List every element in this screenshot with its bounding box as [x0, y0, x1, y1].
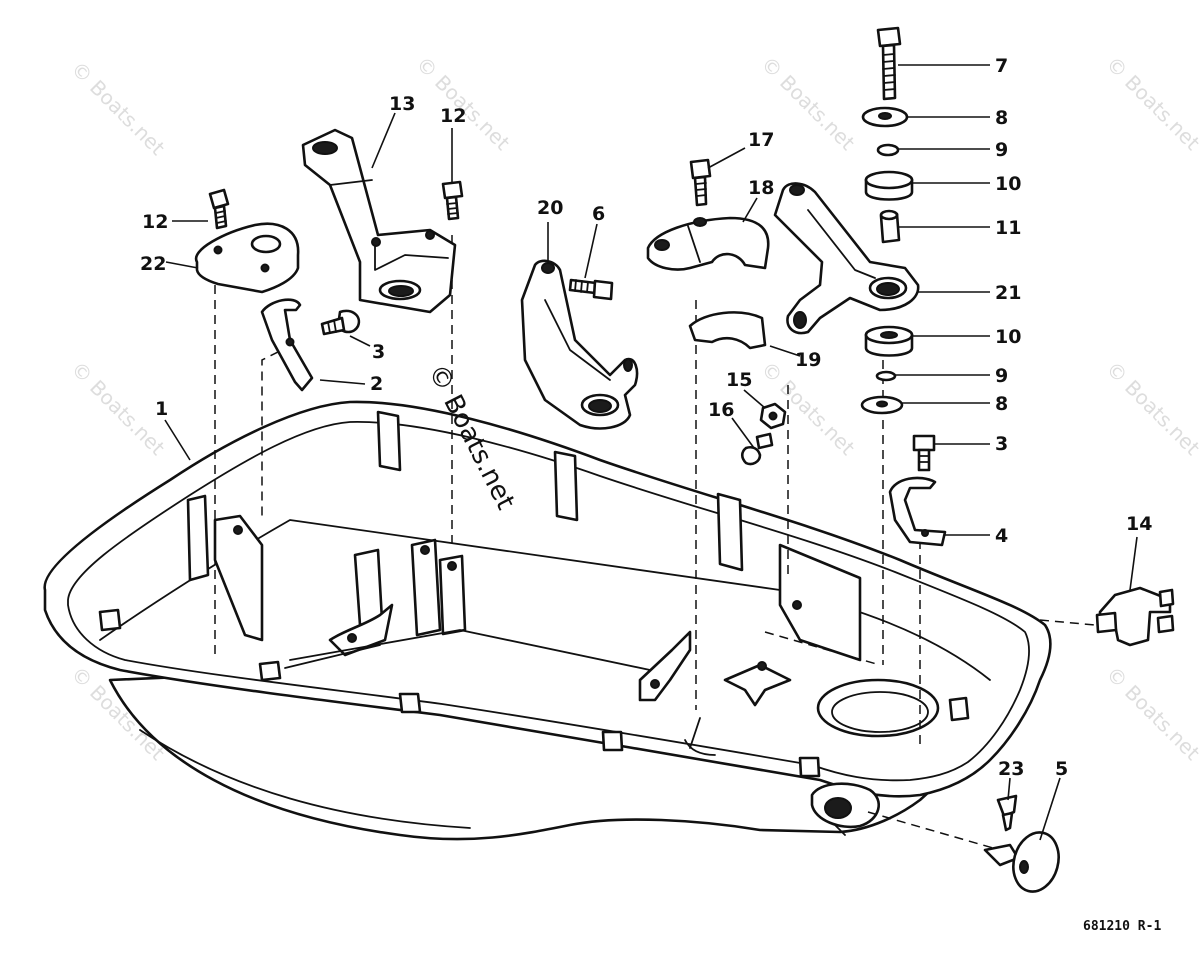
callout-20: 20: [537, 197, 563, 219]
bolt-7: [876, 26, 902, 101]
callout-16: 16: [708, 399, 734, 421]
callout-3-top: 3: [372, 341, 385, 363]
callout-12-right: 12: [440, 105, 466, 127]
bolt-6: [568, 278, 614, 301]
drawing-code: 681210 R-1: [1083, 919, 1161, 934]
callout-14: 14: [1126, 513, 1152, 535]
callout-12-left: 12: [142, 211, 168, 233]
callout-1: 1: [155, 398, 168, 420]
sleeve-11: [879, 209, 901, 244]
callout-9-top: 9: [995, 139, 1008, 161]
callout-10-bottom: 10: [995, 326, 1021, 348]
bolt-12-right: [441, 180, 464, 221]
callout-8-bottom: 8: [995, 393, 1008, 415]
mount-plate-22: [194, 222, 300, 294]
callout-8-top: 8: [995, 107, 1008, 129]
callout-10-top: 10: [995, 173, 1021, 195]
watermark: © Boats.net: [411, 52, 514, 155]
watermark: © Boats.net: [1101, 357, 1200, 460]
bracket-2: [260, 298, 314, 392]
liner-19: [688, 311, 767, 350]
washer-8-top: [861, 106, 909, 128]
callout-22: 22: [140, 253, 166, 275]
screw-23: [996, 794, 1018, 832]
callout-15: 15: [726, 369, 752, 391]
callout-5: 5: [1055, 758, 1068, 780]
callout-labels: 1 2 3 3 4 5 6 7 8 8 9 9 10 10 11 12 12 1…: [140, 55, 1152, 780]
screw-3-right: [912, 434, 936, 472]
washer-9-bottom: [875, 370, 897, 382]
callout-21: 21: [995, 282, 1021, 304]
screw-16: [740, 432, 774, 466]
motor-cover-pan: [43, 400, 1052, 841]
nut-15: [759, 402, 787, 430]
mount-bracket-13: [301, 128, 457, 314]
screw-3-top: [320, 309, 361, 336]
bolt-17: [689, 158, 712, 207]
grommet-10-bottom: [864, 325, 914, 357]
callout-13: 13: [389, 93, 415, 115]
callout-9-bottom: 9: [995, 365, 1008, 387]
watermark: © Boats.net: [66, 57, 169, 160]
callout-4: 4: [995, 525, 1008, 547]
callout-2: 2: [370, 373, 383, 395]
grommet-10-top: [864, 170, 914, 201]
mount-arm-20: [520, 259, 639, 430]
mount-bracket-21: [773, 182, 920, 335]
callout-6: 6: [592, 203, 605, 225]
clamp-18: [646, 216, 770, 271]
callout-23: 23: [998, 758, 1024, 780]
watermark: © Boats.net: [1101, 662, 1200, 765]
washer-8-bottom: [860, 395, 904, 415]
callout-7: 7: [995, 55, 1008, 77]
leader-lines: [164, 64, 1138, 841]
callout-17: 17: [748, 129, 774, 151]
callout-11: 11: [995, 217, 1021, 239]
callout-18: 18: [748, 177, 774, 199]
callout-19: 19: [795, 349, 821, 371]
bracket-4: [888, 476, 947, 547]
washer-9-top: [876, 143, 900, 157]
callout-3-right: 3: [995, 433, 1008, 455]
fuel-connector-14: [1095, 586, 1175, 647]
bolt-12-left: [208, 188, 230, 230]
watermark: © Boats.net: [1101, 52, 1200, 155]
plug-5: [983, 831, 1060, 893]
